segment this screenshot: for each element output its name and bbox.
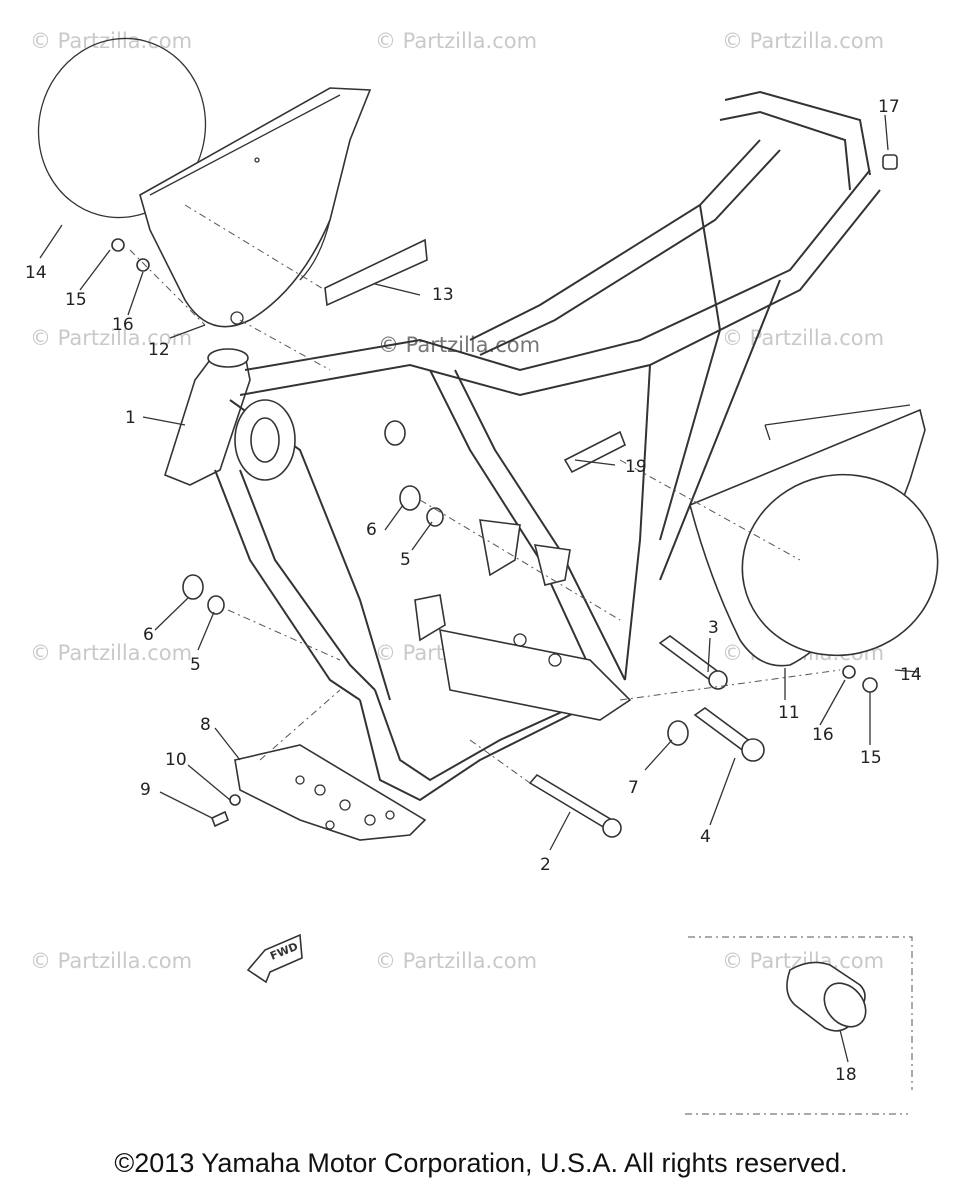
callout-8: 8 <box>200 715 211 735</box>
callout-15: 15 <box>860 748 882 768</box>
watermark-text: © Partzilla.com <box>722 326 884 350</box>
callout-15: 15 <box>65 290 87 310</box>
watermark-text: © Partzilla.com <box>30 29 192 53</box>
callouts: 14 15 16 12 13 1 17 19 6 5 6 5 3 14 11 1… <box>25 97 922 1085</box>
callout-6: 6 <box>366 520 377 540</box>
callout-7: 7 <box>628 778 639 798</box>
frame-parts-diagram: © Partzilla.com © Partzilla.com © Partzi… <box>25 29 939 1115</box>
callout-5: 5 <box>400 550 411 570</box>
leader-lines <box>39 114 919 1063</box>
alignment-lines <box>129 204 841 784</box>
inset-box <box>685 936 913 1115</box>
callout-14: 14 <box>25 263 47 283</box>
watermark-text: © Partzilla.com <box>375 949 537 973</box>
callout-11: 11 <box>778 703 800 723</box>
watermark-text: © Partzilla.com <box>378 333 540 357</box>
right-fasteners <box>842 665 878 693</box>
watermark-text: © Partzilla.com <box>30 326 192 350</box>
callout-18: 18 <box>835 1065 857 1085</box>
callout-4: 4 <box>700 827 711 847</box>
callout-16: 16 <box>812 725 834 745</box>
callout-12: 12 <box>148 340 170 360</box>
watermark-text: © Partzilla.com <box>375 29 537 53</box>
copyright-notice: ©2013 Yamaha Motor Corporation, U.S.A. A… <box>114 1148 848 1178</box>
left-side-cover <box>139 87 372 328</box>
callout-17: 17 <box>878 97 900 117</box>
watermark-text: © Partzilla.com <box>30 641 192 665</box>
callout-2: 2 <box>540 855 551 875</box>
left-number-plate <box>37 37 207 219</box>
callout-13: 13 <box>432 285 454 305</box>
callout-1: 1 <box>125 408 136 428</box>
callout-9: 9 <box>140 780 151 800</box>
callout-3: 3 <box>708 618 719 638</box>
left-fasteners <box>111 238 150 272</box>
watermark-text: © Partzilla.com <box>30 949 192 973</box>
callout-16: 16 <box>112 315 134 335</box>
right-number-plate <box>741 473 939 657</box>
callout-14: 14 <box>900 665 922 685</box>
callout-10: 10 <box>165 750 187 770</box>
bracket-19 <box>563 430 627 474</box>
fwd-arrow: FWD <box>246 933 303 984</box>
damper-strip <box>324 238 428 307</box>
main-frame <box>164 90 881 802</box>
mounting-bolts <box>182 420 765 838</box>
skid-plate <box>210 744 427 841</box>
callout-19: 19 <box>625 457 647 477</box>
callout-5: 5 <box>190 655 201 675</box>
watermark-text: © Partzilla.com <box>722 29 884 53</box>
callout-6: 6 <box>143 625 154 645</box>
collar-17 <box>882 154 898 170</box>
